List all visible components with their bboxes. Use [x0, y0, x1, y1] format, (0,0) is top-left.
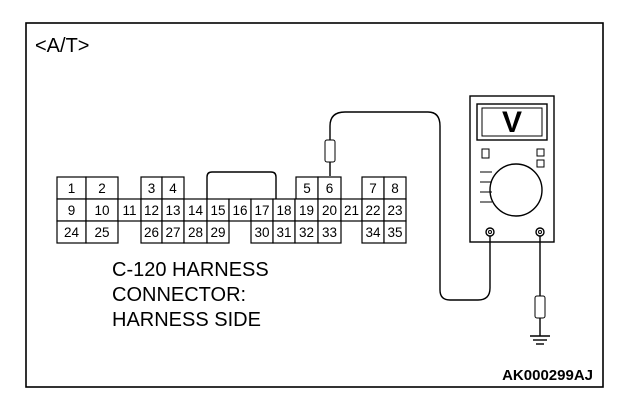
pin-30: 30	[254, 225, 269, 240]
pin-29: 29	[210, 225, 225, 240]
pin-28: 28	[188, 225, 203, 240]
pin-33: 33	[322, 225, 337, 240]
probe-lead-ground	[530, 236, 550, 345]
terminal-positive	[485, 227, 495, 237]
diagram-frame	[25, 22, 604, 388]
pin-32: 32	[299, 225, 314, 240]
connector-lock-key	[206, 171, 277, 199]
pin-21: 21	[344, 203, 359, 218]
pin-25-box	[85, 220, 119, 244]
pin-13: 13	[165, 203, 180, 218]
mode-box-right-bottom	[536, 159, 545, 168]
pin-6: 6	[326, 181, 334, 196]
pin-18: 18	[276, 203, 291, 218]
pin-15: 15	[210, 203, 225, 218]
pin-16: 16	[232, 203, 247, 218]
pin-7: 7	[369, 181, 377, 196]
pin-17: 17	[254, 203, 269, 218]
diagram-title: <A/T>	[35, 35, 89, 57]
pin-11: 11	[122, 203, 136, 218]
probe-tip	[324, 139, 336, 163]
pin-23: 23	[387, 203, 402, 218]
connector-label-line-2: CONNECTOR:	[112, 284, 246, 306]
pin-12: 12	[144, 203, 159, 218]
pin-35-box	[383, 220, 407, 244]
pin-14: 14	[188, 203, 204, 218]
probe-lead-positive	[324, 111, 491, 301]
connector-label-line-3: HARNESS SIDE	[112, 309, 261, 331]
pin-33-box	[317, 220, 342, 244]
connector-label-line-1: C-120 HARNESS	[112, 259, 269, 281]
pin-22: 22	[365, 203, 380, 218]
pin-24: 24	[64, 225, 80, 240]
ground-probe-tip	[534, 295, 546, 319]
terminal-negative	[535, 227, 545, 237]
pin-34: 34	[365, 225, 381, 240]
mode-box-left	[481, 148, 490, 159]
multimeter: V	[469, 95, 555, 243]
pin-19: 19	[299, 203, 314, 218]
pin-2: 2	[98, 181, 106, 196]
pin-1: 1	[68, 181, 76, 196]
pin-25: 25	[94, 225, 109, 240]
voltmeter-symbol: V	[502, 106, 522, 139]
pin-8: 8	[391, 181, 399, 196]
pin-27: 27	[165, 225, 180, 240]
multimeter-body	[469, 95, 555, 243]
pin-26: 26	[144, 225, 159, 240]
pin-20: 20	[322, 203, 337, 218]
pin-31: 31	[276, 225, 291, 240]
pin-4: 4	[169, 181, 177, 196]
pin-5: 5	[303, 181, 311, 196]
pin-3: 3	[148, 181, 156, 196]
pin-29-box	[206, 220, 230, 244]
pin-10: 10	[94, 203, 109, 218]
mode-box-right-top	[536, 148, 545, 157]
selector-dial	[489, 163, 543, 217]
pin-9: 9	[68, 203, 76, 218]
pin-35: 35	[387, 225, 402, 240]
figure-code: AK000299AJ	[502, 367, 593, 384]
multimeter-display	[476, 103, 548, 141]
